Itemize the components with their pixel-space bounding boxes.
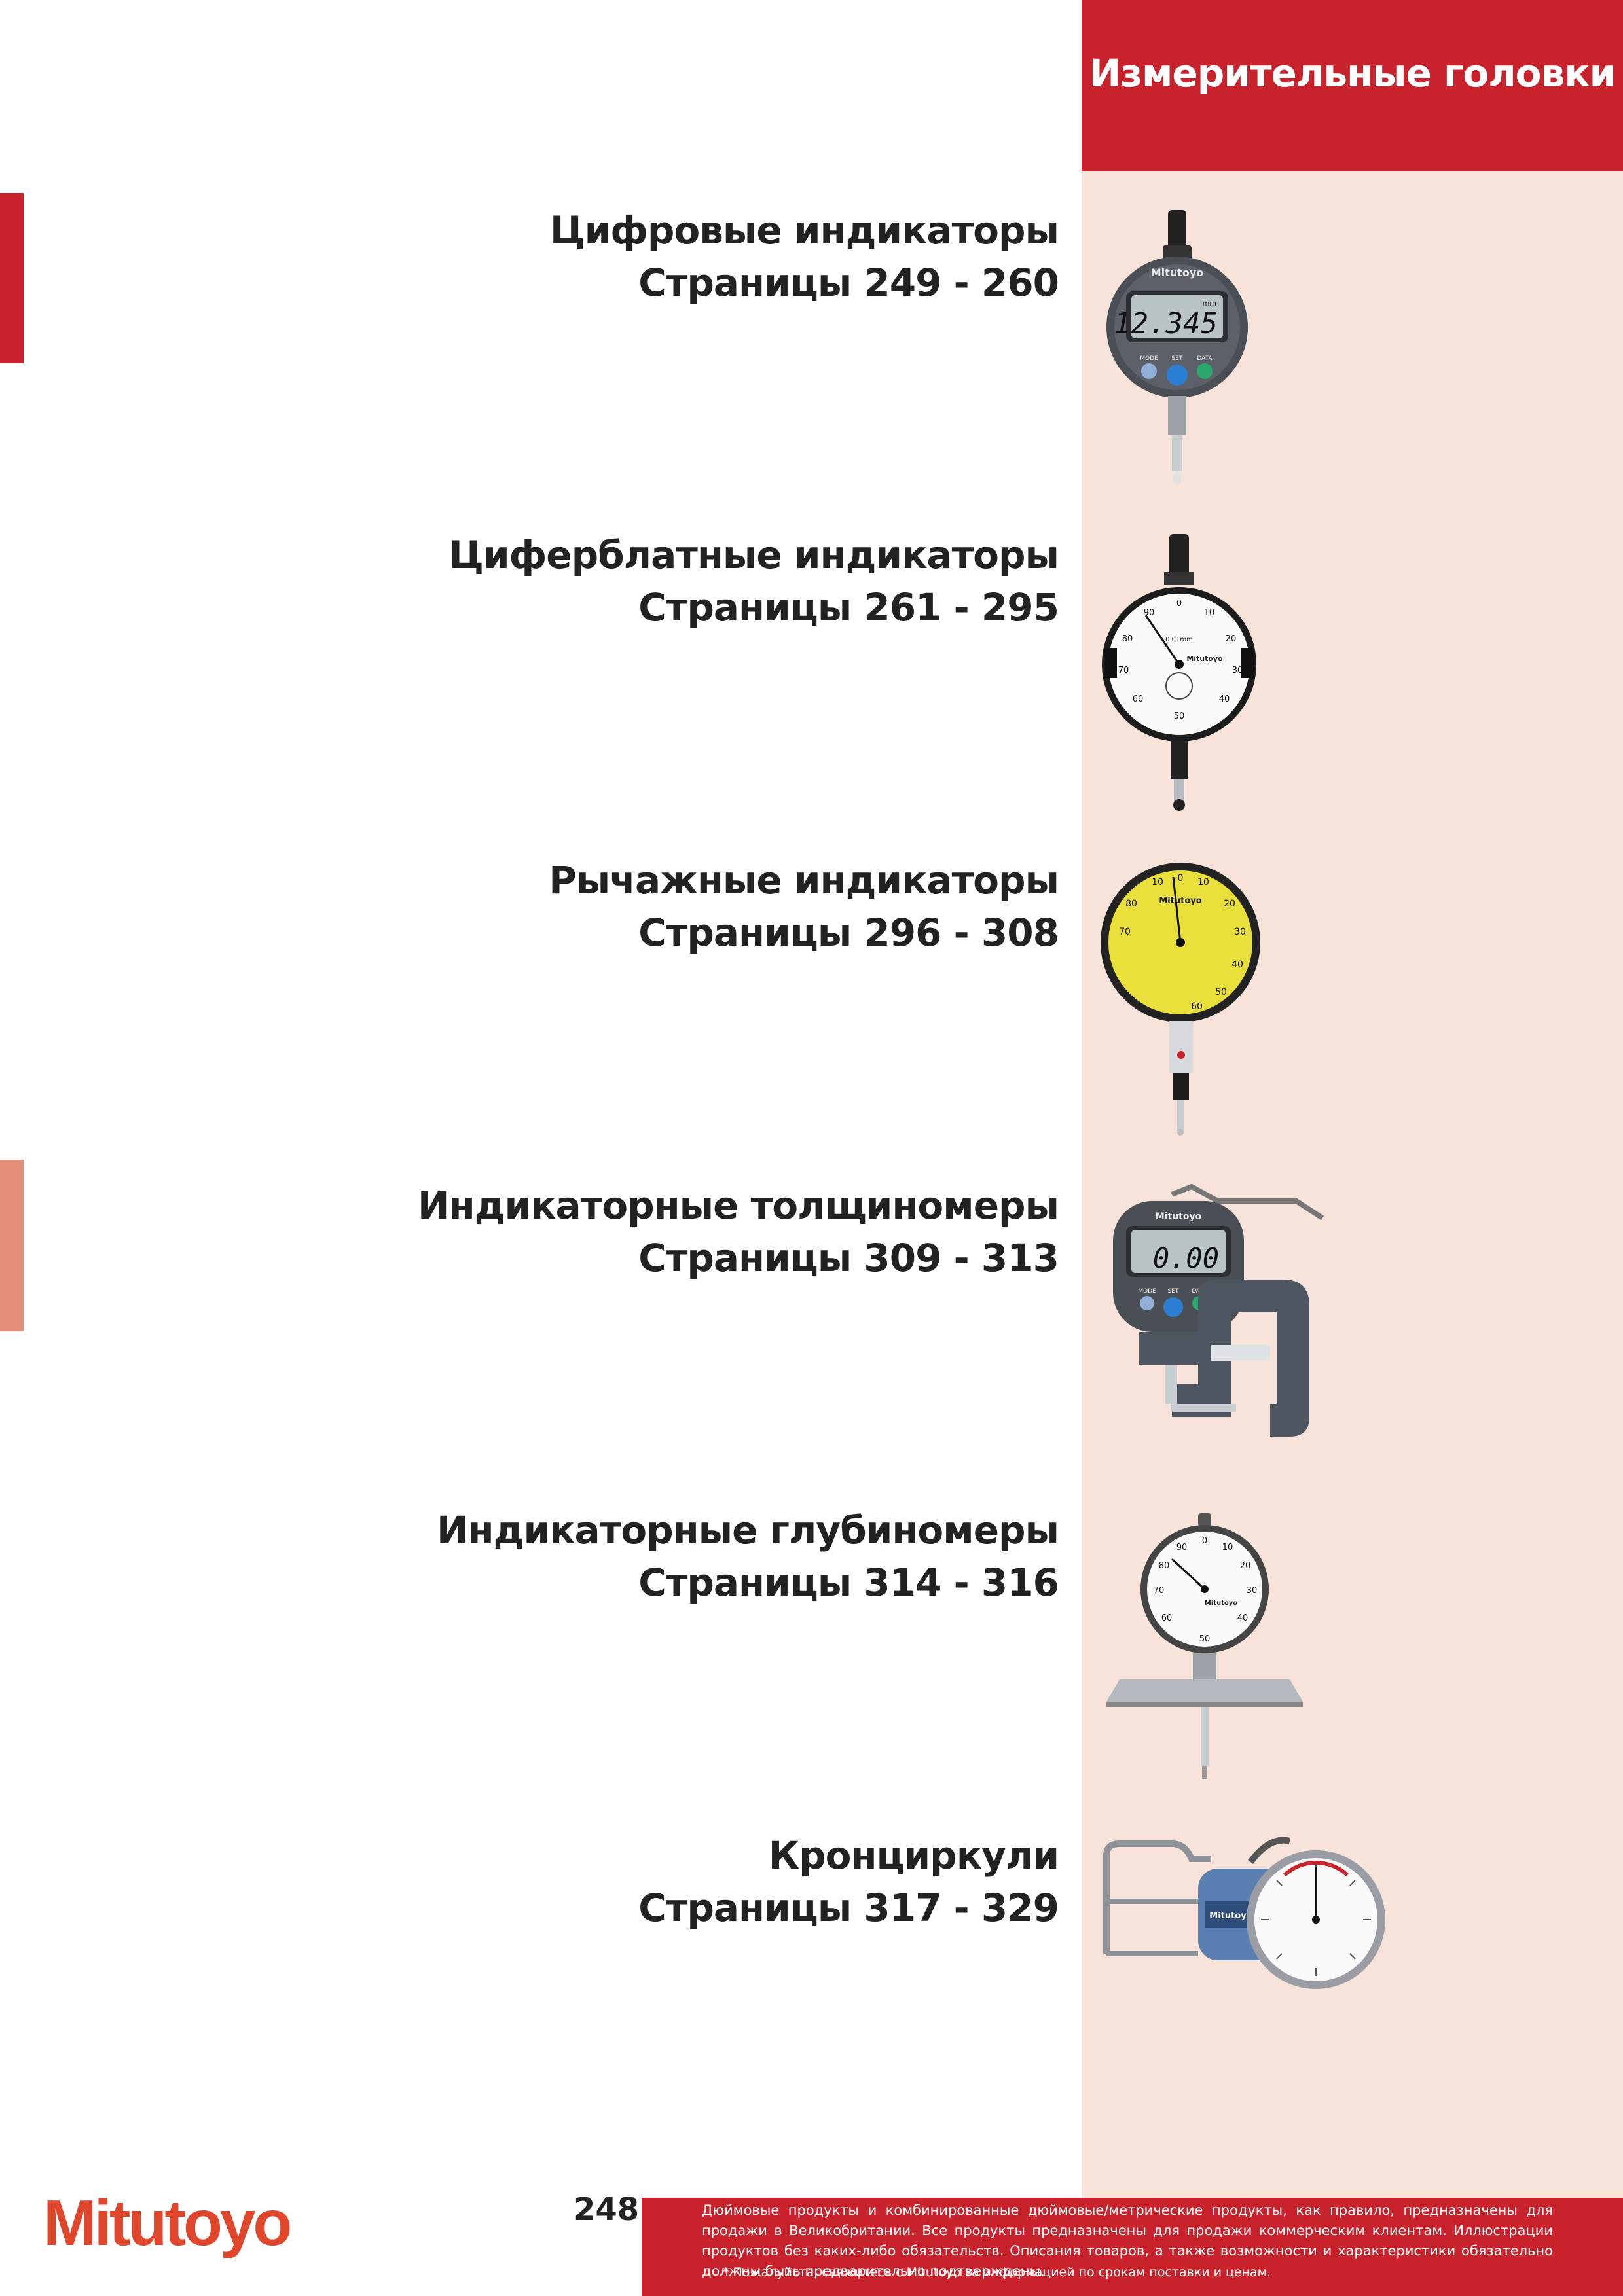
dial-scale-label: 30 bbox=[1232, 666, 1243, 675]
dial-scale-label: 10 bbox=[1222, 1543, 1233, 1552]
dial-scale-label: 80 bbox=[1159, 1561, 1170, 1571]
section-title: Рычажные индикаторы bbox=[549, 858, 1059, 903]
section-lever-indicators[interactable]: Рычажные индикаторы Страницы 296 - 308 bbox=[549, 854, 1059, 959]
brand-label: Mitutoyo bbox=[1151, 266, 1204, 279]
side-tab-marker-red bbox=[0, 193, 24, 363]
dial-scale-label: 30 bbox=[1234, 927, 1246, 937]
dial-scale-label: 90 bbox=[1176, 1543, 1188, 1552]
digital-indicator-image: Mitutoyo mm 12.345 MODE SET DATA bbox=[1106, 210, 1248, 484]
dial-scale-label: 20 bbox=[1226, 634, 1237, 644]
section-depth-gauges[interactable]: Индикаторные глубиномеры Страницы 314 - … bbox=[437, 1504, 1059, 1609]
button-label: SET bbox=[1168, 1288, 1179, 1295]
header-banner bbox=[1082, 0, 1623, 171]
brand-label: Mitutoyo bbox=[1156, 1211, 1202, 1222]
dial-scale-label: 10 bbox=[1204, 608, 1215, 618]
dial-scale-label: 0 bbox=[1176, 599, 1182, 609]
dial-scale-label: 0 bbox=[1178, 873, 1184, 884]
dial-scale-label: 40 bbox=[1219, 694, 1230, 704]
dial-scale-label: 0 bbox=[1202, 1536, 1207, 1546]
section-title: Циферблатные индикаторы bbox=[448, 533, 1059, 577]
section-title: Индикаторные глубиномеры bbox=[437, 1508, 1059, 1552]
dial-scale-label: 40 bbox=[1231, 960, 1243, 970]
dial-indicator-image: 0 10 20 30 40 50 60 70 80 90 0.01mm Mitu… bbox=[1102, 534, 1256, 811]
unit-label: 0.01mm bbox=[1165, 636, 1193, 643]
button-label: MODE bbox=[1140, 355, 1158, 362]
section-pages: Страницы 249 - 260 bbox=[638, 260, 1059, 305]
dial-scale-label: 50 bbox=[1215, 987, 1227, 997]
dial-scale-label: 90 bbox=[1144, 608, 1155, 618]
brand-label: Mitutoyo bbox=[1205, 1600, 1237, 1607]
dial-scale-label: 70 bbox=[1154, 1586, 1165, 1596]
section-pages: Страницы 317 - 329 bbox=[638, 1886, 1059, 1930]
footer-disclaimer: Дюймовые продукты и комбинированные дюйм… bbox=[702, 2202, 1553, 2279]
dial-scale-label: 20 bbox=[1224, 899, 1235, 909]
depth-gauge-image: 0 10 20 30 40 50 60 70 80 90 Mitutoyo bbox=[1106, 1513, 1303, 1779]
section-pages: Страницы 309 - 313 bbox=[638, 1236, 1059, 1280]
page-title: Измерительные головки bbox=[1089, 51, 1616, 96]
brand-label: Mitutoyo bbox=[1159, 896, 1201, 906]
mitutoyo-logo: Mitutoyo bbox=[43, 2187, 293, 2258]
display-reading: 12.345 bbox=[1114, 307, 1218, 340]
dial-scale-label: 70 bbox=[1119, 927, 1131, 937]
lever-indicator-image: 10 0 10 20 30 40 50 60 70 80 Mitutoyo bbox=[1101, 863, 1260, 1136]
section-pages: Страницы 261 - 295 bbox=[638, 585, 1059, 630]
svg-text:Mitutoyo: Mitutoyo bbox=[43, 2187, 290, 2258]
section-title: Индикаторные толщиномеры bbox=[418, 1183, 1059, 1228]
dial-scale-label: 60 bbox=[1133, 694, 1144, 704]
caliper-gauge-image: Mitutoyo bbox=[1103, 1837, 1385, 1989]
button-label: DATA bbox=[1197, 355, 1213, 362]
brand-label: Mitutoyo bbox=[1209, 1911, 1252, 1921]
dial-scale-label: 80 bbox=[1122, 634, 1133, 644]
button-label: MODE bbox=[1138, 1288, 1156, 1295]
side-tab-marker-salmon bbox=[0, 1160, 24, 1331]
page-number: 248 bbox=[574, 2191, 640, 2228]
footer-note: * Пожалуйста, свяжитесь с Mitutoyo за ин… bbox=[723, 2265, 1271, 2280]
brand-label: Mitutoyo bbox=[1186, 655, 1223, 663]
dial-scale-label: 50 bbox=[1174, 711, 1185, 721]
dial-scale-label: 50 bbox=[1199, 1634, 1211, 1644]
dial-scale-label: 60 bbox=[1191, 1001, 1203, 1012]
section-title: Цифровые индикаторы bbox=[549, 208, 1059, 253]
section-calipers[interactable]: Кронциркули Страницы 317 - 329 bbox=[638, 1829, 1059, 1934]
footer-banner bbox=[642, 2198, 1623, 2296]
thickness-gauge-image: Mitutoyo 0.00 MODE SET DATA bbox=[1113, 1183, 1324, 1437]
section-pages: Страницы 296 - 308 bbox=[638, 910, 1059, 955]
dial-scale-label: 80 bbox=[1125, 899, 1137, 909]
dial-scale-label: 30 bbox=[1247, 1586, 1258, 1596]
section-digital-indicators[interactable]: Цифровые индикаторы Страницы 249 - 260 bbox=[550, 204, 1059, 309]
section-title: Кронциркули bbox=[768, 1833, 1059, 1878]
dial-scale-label: 10 bbox=[1197, 877, 1209, 888]
dial-scale-label: 10 bbox=[1152, 877, 1163, 888]
unit-label: mm bbox=[1203, 299, 1216, 308]
section-dial-indicators[interactable]: Циферблатные индикаторы Страницы 261 - 2… bbox=[448, 529, 1059, 634]
dial-scale-label: 70 bbox=[1118, 666, 1129, 675]
section-pages: Страницы 314 - 316 bbox=[638, 1560, 1059, 1605]
display-reading: 0.00 bbox=[1153, 1242, 1219, 1274]
dial-scale-label: 60 bbox=[1161, 1613, 1173, 1623]
button-label: SET bbox=[1172, 355, 1183, 362]
dial-scale-label: 40 bbox=[1237, 1613, 1249, 1623]
dial-scale-label: 20 bbox=[1240, 1561, 1251, 1571]
section-thickness-gauges[interactable]: Индикаторные толщиномеры Страницы 309 - … bbox=[418, 1179, 1059, 1284]
